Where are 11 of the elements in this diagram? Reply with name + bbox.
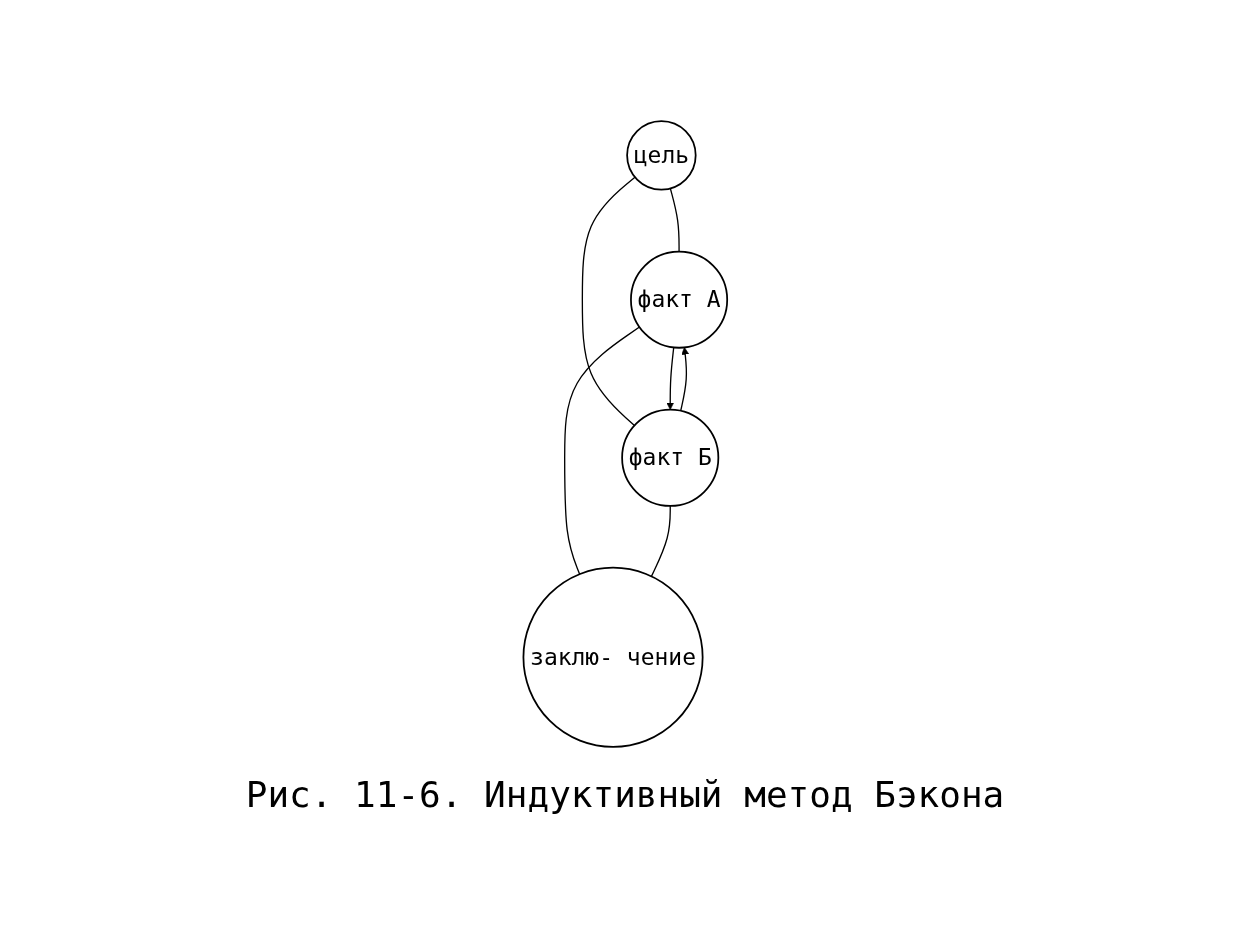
node-circle: факт А — [629, 250, 728, 349]
node-circle: заклю- чение — [522, 566, 704, 748]
arrow — [666, 346, 675, 410]
connector — [581, 176, 636, 426]
node-circle: факт Б — [620, 408, 719, 507]
node-circle: цель — [625, 119, 697, 191]
connector — [563, 325, 640, 575]
arrow — [679, 346, 689, 411]
connector — [650, 504, 671, 577]
connector — [669, 187, 680, 252]
figure-caption: Рис. 11-6. Индуктивный метод Бэкона — [245, 773, 1005, 815]
